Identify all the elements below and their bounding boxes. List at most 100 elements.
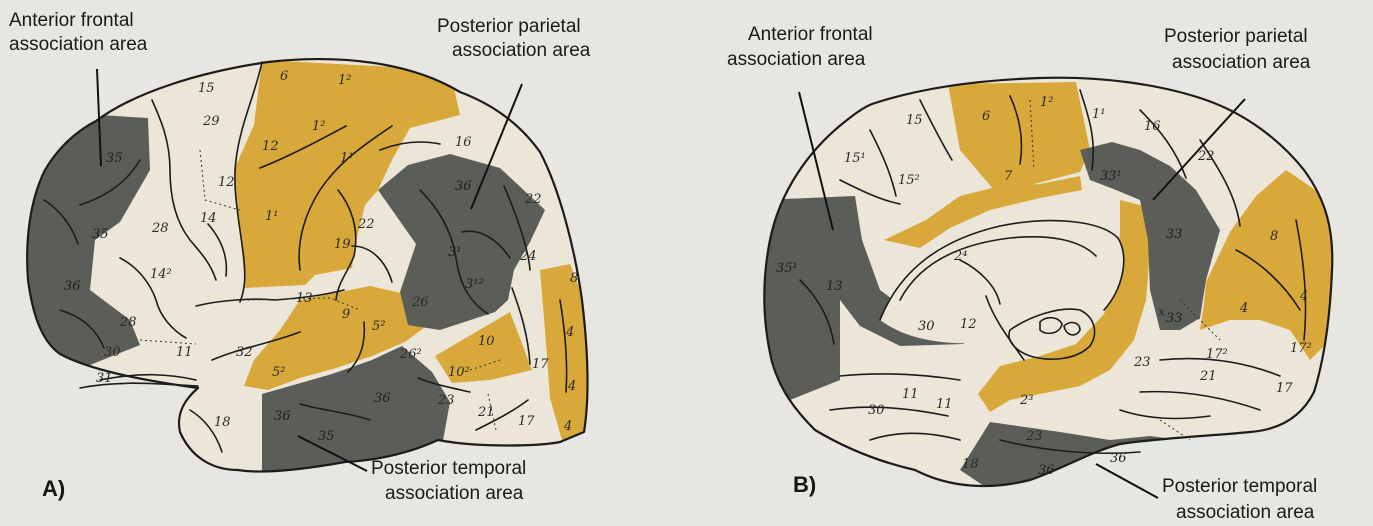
area-number: 2⁴ [953, 249, 967, 264]
area-number: 36 [374, 391, 391, 406]
panel-a-parietal-callout: Posterior parietal association area [437, 16, 591, 61]
area-number: 23 [1133, 355, 1151, 370]
area-number: 17² [1206, 347, 1228, 362]
area-number: 35 [106, 151, 123, 166]
area-number: 17 [1276, 381, 1293, 396]
panel-b-label: B) [793, 472, 816, 497]
area-number: 15² [898, 173, 920, 188]
panel-a: 15 29 12 12 6 1² 1² 1¹ 1¹ 16 22 36 35 28… [0, 10, 620, 504]
panel-b-temporal-callout: Posterior temporal association area [1162, 476, 1323, 523]
panel-a-label: A) [42, 476, 65, 501]
area-number: 30 [868, 403, 885, 418]
callout-line: Anterior frontal [748, 24, 873, 45]
area-number: 23 [1025, 429, 1043, 444]
area-number: 29 [202, 114, 220, 129]
callout-line: association area [452, 40, 591, 61]
area-number: 30 [104, 345, 121, 360]
area-number: 6 [982, 109, 990, 124]
area-number: 22 [357, 217, 375, 232]
area-number: 10 [478, 334, 495, 349]
area-number: 19 [334, 237, 351, 252]
area-number: 13 [296, 291, 313, 306]
area-number: 12 [960, 317, 977, 332]
area-number: 10² [448, 365, 470, 380]
area-number: 15 [906, 113, 923, 128]
callout-line: association area [1172, 52, 1311, 73]
area-number: 35¹ [776, 261, 798, 276]
area-number: 17² [1290, 341, 1312, 356]
area-number: 11 [936, 397, 953, 412]
area-number: 35 [318, 429, 335, 444]
area-number: 36 [274, 409, 291, 424]
area-number: 11 [176, 345, 193, 360]
area-number: 26² [399, 347, 422, 362]
area-number: 4 [1299, 289, 1308, 304]
area-number: 9 [342, 307, 350, 322]
area-number: 17 [518, 414, 535, 429]
area-number: 11 [902, 387, 919, 402]
area-number: 21 [1199, 369, 1217, 384]
area-number: 4 [1239, 301, 1248, 316]
area-number: 3¹² [465, 277, 484, 292]
callout-line: Posterior temporal [371, 458, 526, 479]
panel-a-frontal-callout: Anterior frontal association area [9, 10, 148, 55]
area-number: 32 [236, 345, 253, 360]
area-number: 14² [150, 267, 172, 282]
callout-line: Posterior parietal [1164, 26, 1308, 47]
area-number: 28 [151, 221, 169, 236]
area-number: 5² [372, 319, 385, 334]
area-number: 21 [477, 405, 495, 420]
area-number: 33¹ [1100, 169, 1122, 184]
area-number: 1² [312, 119, 325, 134]
area-number: 7 [1004, 169, 1013, 184]
area-number: 18 [962, 457, 979, 472]
area-number: 3¹ [448, 245, 461, 260]
area-number: 1² [338, 73, 351, 88]
area-number: 15 [198, 81, 215, 96]
area-number: 31 [96, 371, 113, 386]
area-number: 36 [455, 179, 472, 194]
area-number: 8 [570, 271, 578, 286]
panel-a-temporal-callout: Posterior temporal association area [371, 458, 532, 504]
area-number: 14 [200, 211, 217, 226]
callout-line: Anterior frontal [9, 10, 134, 31]
callout-line: association area [9, 34, 148, 55]
area-number: 35 [92, 227, 109, 242]
area-number: 4 [563, 419, 572, 434]
area-number: 17 [532, 357, 549, 372]
area-number: 2³ [1019, 393, 1033, 408]
area-number: 16 [1144, 119, 1161, 134]
callout-line: association area [1176, 502, 1315, 523]
callout-line: Posterior parietal [437, 16, 581, 37]
area-number: 15¹ [844, 151, 866, 166]
panel-b: 15 15² 15¹ 6 1² 1¹ 7 16 22 33¹ 33 35¹ 13… [727, 24, 1360, 523]
area-number: 1¹ [1092, 107, 1105, 122]
area-number: 28 [119, 315, 137, 330]
area-number: 22 [1197, 149, 1215, 164]
area-number: 4 [567, 379, 576, 394]
area-number: 6 [280, 69, 288, 84]
area-number: 1¹ [265, 209, 278, 224]
callout-line: Posterior temporal [1162, 476, 1317, 497]
area-number: 1² [1040, 95, 1053, 110]
area-number: 33 [1166, 311, 1183, 326]
panel-b-frontal-callout: Anterior frontal association area [727, 24, 878, 70]
area-number: 12 [218, 175, 235, 190]
area-number: 26 [411, 295, 429, 310]
panel-b-temporal-leader [1096, 464, 1158, 498]
area-number: 36 [64, 279, 81, 294]
area-number: 33 [1166, 227, 1183, 242]
area-number: 1¹ [340, 151, 353, 166]
area-number: 24 [519, 249, 537, 264]
area-number: 18 [214, 415, 231, 430]
area-number: 23 [437, 393, 455, 408]
area-number: 13 [826, 279, 843, 294]
area-number: 4 [565, 325, 574, 340]
area-number: 8 [1270, 229, 1278, 244]
area-number: 30 [918, 319, 935, 334]
area-number: 36 [1038, 463, 1055, 478]
area-number: 12 [262, 139, 279, 154]
area-number: 36 [1110, 451, 1127, 466]
callout-line: association area [727, 49, 866, 70]
